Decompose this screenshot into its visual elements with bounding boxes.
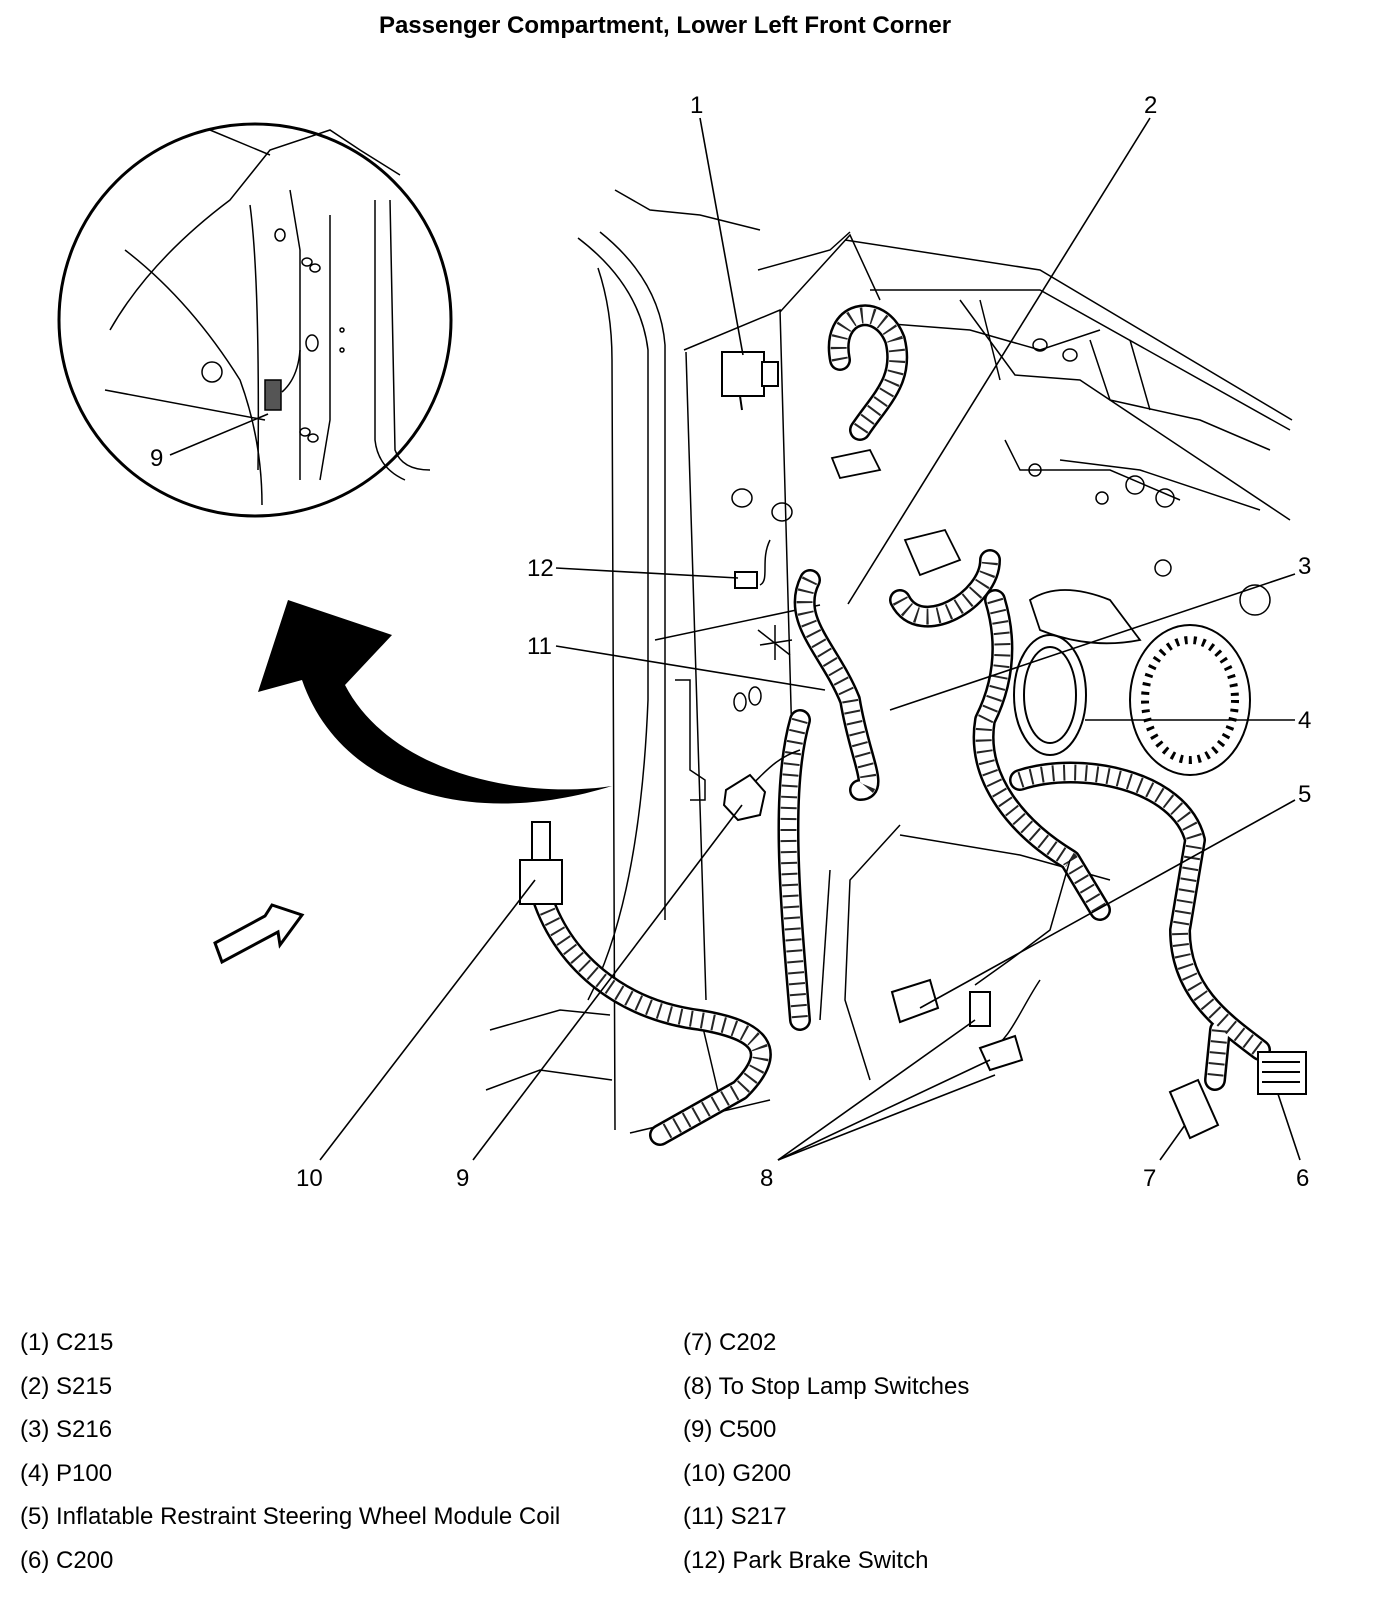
- inset-connector-c500-icon: [264, 379, 282, 411]
- wiring-harness-illustration: 1 2 3 4 5 6 7 8 9 10 11 12 9: [57, 92, 1311, 1192]
- inset-circle: [57, 122, 453, 518]
- wiring-harness: [529, 304, 1271, 1146]
- legend-item: (5) Inflatable Restraint Steering Wheel …: [20, 1503, 561, 1530]
- legend-column-right: (7) C202 (8) To Stop Lamp Switches (9) C…: [683, 1328, 969, 1589]
- connector-c200-icon: [1257, 1051, 1307, 1095]
- legend-item: (8) To Stop Lamp Switches: [683, 1372, 970, 1400]
- inset-callout-9: 9: [150, 445, 163, 472]
- grommet-p100: [1013, 624, 1251, 776]
- inset-magnifier-view: [57, 122, 453, 518]
- callout-2: 2: [1144, 92, 1157, 119]
- connector-c500-icon: [722, 773, 767, 822]
- legend-item: (2) S215: [20, 1372, 113, 1400]
- legend-item: (9) C500: [683, 1416, 777, 1443]
- legend-item: (12) Park Brake Switch: [683, 1546, 929, 1574]
- legend-item: (7) C202: [683, 1329, 777, 1356]
- callout-4: 4: [1298, 707, 1311, 734]
- callout-11: 11: [527, 633, 552, 660]
- callout-labels: 1 2 3 4 5 6 7 8 9 10 11 12 9: [150, 92, 1311, 1192]
- legend-item: (6) C200: [20, 1546, 114, 1574]
- legend: (1) C215 (2) S215 (3) S216 (4) P100 (5) …: [0, 1328, 1392, 1614]
- callout-8: 8: [760, 1165, 773, 1192]
- ground-g200-icon: [519, 821, 563, 905]
- mounting-bracket-icon: [830, 448, 1142, 645]
- callout-5: 5: [1298, 781, 1311, 808]
- callout-6: 6: [1296, 1165, 1309, 1192]
- connector-c215-icon: [721, 351, 779, 411]
- stop-lamp-switch-connectors-icon: [890, 978, 1024, 1072]
- callout-leader-lines: [169, 117, 1301, 1161]
- view-direction-arrow-icon: [213, 903, 305, 965]
- callout-12: 12: [527, 555, 554, 582]
- park-brake-switch-icon: [734, 571, 758, 589]
- legend-item: (1) C215: [20, 1329, 114, 1356]
- callout-10: 10: [296, 1165, 323, 1192]
- magnify-arrow-icon: [258, 600, 612, 804]
- callout-3: 3: [1298, 553, 1311, 580]
- legend-item: (10) G200: [683, 1459, 792, 1487]
- legend-item: (4) P100: [20, 1459, 113, 1487]
- callout-9: 9: [456, 1165, 469, 1192]
- callout-1: 1: [690, 92, 703, 119]
- inset-body-panel-outline: [104, 129, 431, 506]
- legend-column-left: (1) C215 (2) S215 (3) S216 (4) P100 (5) …: [20, 1328, 560, 1589]
- legend-item: (11) S217: [683, 1503, 787, 1530]
- diagram-title: Passenger Compartment, Lower Left Front …: [378, 12, 952, 39]
- legend-item: (3) S216: [20, 1416, 113, 1443]
- callout-7: 7: [1143, 1165, 1156, 1192]
- connector-c202-icon: [1168, 1078, 1220, 1140]
